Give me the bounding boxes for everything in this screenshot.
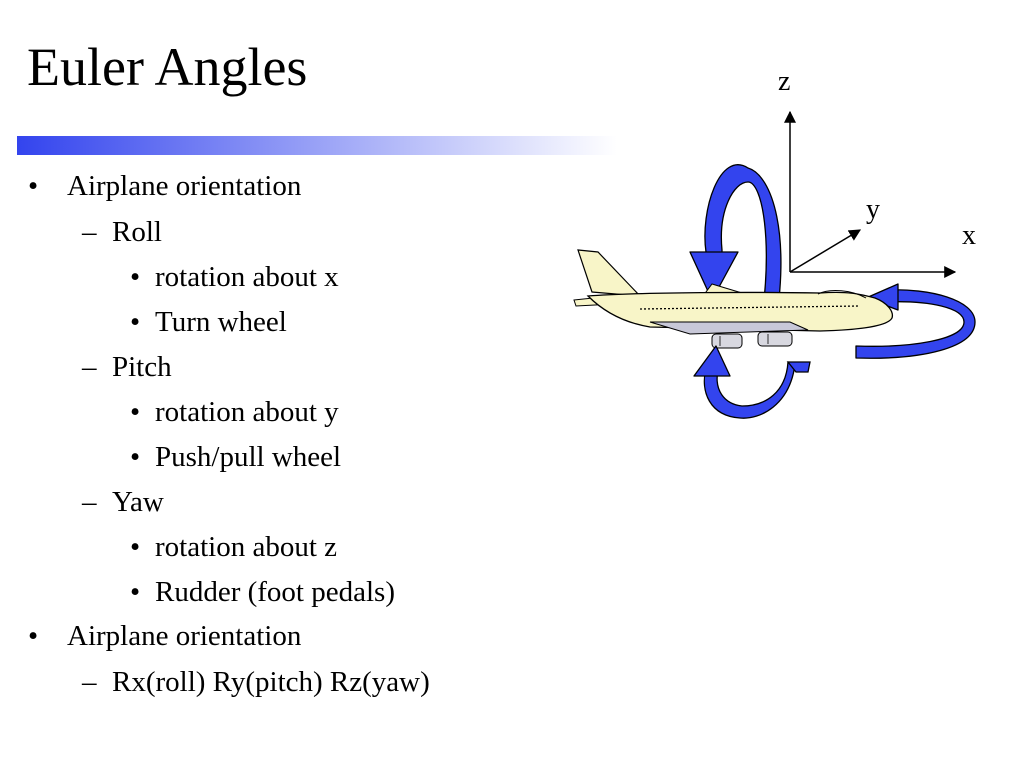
sub-sub-bullet-item: rotation about x (155, 261, 339, 293)
sub-bullet-item: Roll (112, 216, 162, 248)
bullet-list: • Airplane orientation – Roll • rotation… (28, 170, 430, 698)
sub-sub-bullet-item: Turn wheel (155, 306, 287, 338)
airplane-icon (573, 249, 894, 349)
sub-sub-bullet-item: Rudder (foot pedals) (155, 576, 395, 608)
dash-marker: – (82, 486, 97, 518)
yaw-arrow-icon (689, 164, 782, 335)
bullet-marker: • (130, 396, 141, 428)
bullet-marker: • (28, 620, 39, 652)
roll-arrow-icon (855, 283, 976, 359)
sub-sub-bullet-item: Push/pull wheel (155, 441, 342, 473)
bullet-marker: • (130, 441, 141, 473)
slide-title: Euler Angles (27, 37, 308, 97)
bullet-marker: • (28, 170, 39, 202)
bullet-item: Airplane orientation (67, 170, 302, 202)
sub-sub-bullet-item: rotation about y (155, 396, 339, 428)
title-rule (17, 136, 617, 155)
bullet-marker: • (130, 261, 141, 293)
x-axis-label: x (962, 220, 976, 251)
pitch-arrow-icon (693, 345, 811, 419)
bullet-marker: • (130, 531, 141, 563)
sub-sub-bullet-item: rotation about z (155, 531, 338, 563)
z-axis-label: z (778, 66, 790, 97)
sub-bullet-item: Pitch (112, 351, 172, 383)
dash-marker: – (82, 351, 97, 383)
y-axis-label: y (866, 194, 880, 225)
dash-marker: – (82, 216, 97, 248)
sub-bullet-item: Yaw (112, 486, 164, 518)
dash-marker: – (82, 666, 97, 698)
euler-angles-diagram: z y x (573, 66, 976, 419)
coordinate-axes: z y x (778, 66, 976, 278)
bullet-marker: • (130, 306, 141, 338)
bullet-item: Airplane orientation (67, 620, 302, 652)
bullet-marker: • (130, 576, 141, 608)
sub-bullet-item: Rx(roll) Ry(pitch) Rz(yaw) (112, 666, 430, 698)
y-axis (789, 229, 862, 273)
